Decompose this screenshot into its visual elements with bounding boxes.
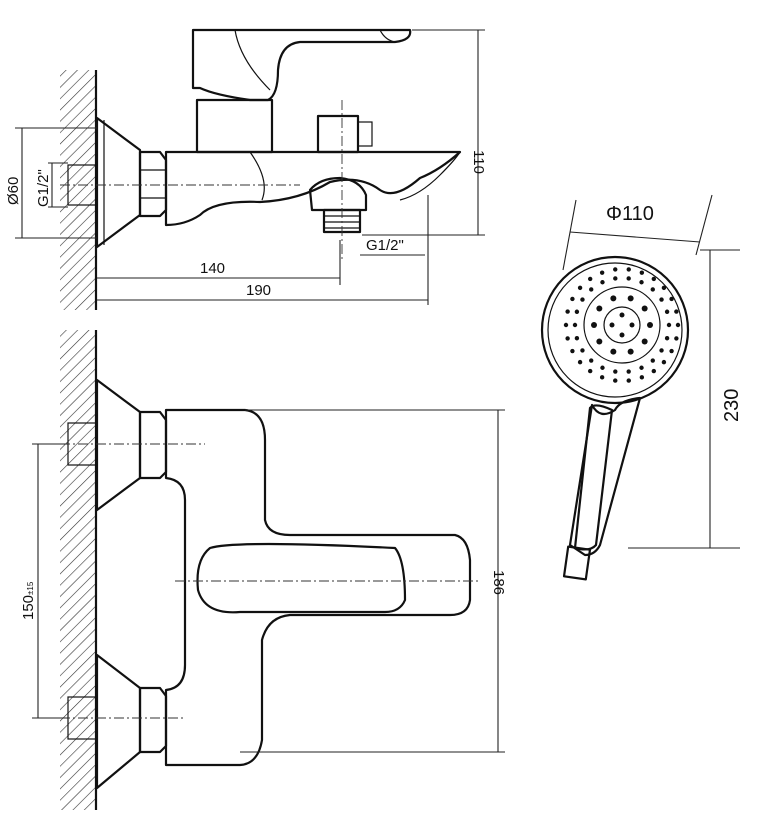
nozzle — [565, 309, 570, 314]
nozzle — [610, 348, 617, 355]
nozzle — [664, 336, 670, 341]
hand-shower: Φ110 230 — [540, 194, 743, 581]
nozzle — [574, 309, 580, 314]
hex-nut — [138, 150, 168, 218]
nozzle — [627, 348, 634, 355]
wall-hatch-front — [60, 330, 96, 810]
nozzle — [626, 267, 631, 272]
nozzle — [626, 378, 631, 383]
nozzle — [629, 322, 635, 328]
escutcheon-lower — [95, 653, 142, 790]
dim-140: 140 — [200, 260, 225, 277]
nozzle — [650, 287, 655, 292]
nozzle — [650, 358, 655, 363]
nozzle — [580, 348, 585, 353]
nozzle — [574, 336, 580, 341]
nozzle — [563, 322, 569, 328]
nozzle — [626, 369, 631, 374]
dim-110: 110 — [470, 150, 487, 174]
nozzle — [661, 285, 667, 291]
nozzle — [619, 312, 625, 318]
lever-handle — [191, 28, 412, 102]
nozzle — [613, 378, 618, 383]
nozzle — [659, 297, 664, 302]
dim-190: 190 — [246, 282, 271, 299]
cartridge-housing — [195, 98, 274, 154]
nozzle — [619, 332, 625, 338]
nozzle — [639, 270, 645, 275]
nozzle — [599, 375, 605, 380]
spray-nozzles — [563, 267, 681, 383]
nozzle — [589, 287, 594, 292]
nozzle — [647, 322, 653, 328]
wall-hatch-top — [60, 70, 96, 310]
nozzle — [596, 338, 603, 345]
nozzle — [639, 375, 645, 380]
nozzle — [639, 365, 644, 370]
diverter-knob — [316, 114, 360, 154]
nozzle — [641, 338, 648, 345]
nozzle — [600, 280, 605, 285]
nozzle — [659, 348, 664, 353]
nozzle — [596, 305, 603, 312]
nozzle — [664, 309, 670, 314]
dim-inlet-thread: G1/2" — [35, 169, 52, 207]
shower-handle — [568, 396, 642, 557]
mixer-body-front — [164, 408, 472, 767]
nozzle — [613, 276, 618, 281]
nozzle — [572, 322, 578, 328]
front-view: 150±15 186 — [20, 330, 507, 810]
dim-shower-diameter: Φ110 — [606, 203, 654, 225]
nozzle — [613, 369, 618, 374]
nozzle — [639, 280, 644, 285]
dim-shower-length: 230 — [721, 389, 743, 422]
dim-centers: 150±15 — [20, 581, 37, 620]
nozzle — [613, 267, 618, 272]
nozzle — [669, 348, 674, 354]
nozzle — [600, 365, 605, 370]
nozzle — [565, 336, 570, 341]
dim-diameter-60: Ø60 — [5, 177, 22, 205]
nozzle — [651, 368, 657, 374]
nozzle — [587, 368, 593, 374]
nozzle — [661, 359, 667, 365]
nozzle — [674, 336, 679, 341]
mixer-body — [164, 150, 462, 227]
nozzle — [589, 358, 594, 363]
nozzle — [626, 276, 631, 281]
escutcheon-upper — [95, 378, 142, 512]
nozzle — [570, 296, 575, 302]
nozzle — [609, 322, 615, 328]
nozzle — [674, 309, 679, 314]
lever-front — [196, 542, 407, 614]
nozzle — [577, 359, 583, 365]
dim-outlet-thread: G1/2" — [366, 237, 404, 254]
nozzle — [599, 270, 605, 275]
nozzle — [666, 322, 672, 328]
nozzle — [591, 322, 597, 328]
side-view: Ø60 G1/2" 140 190 G1/2" 110 — [5, 28, 487, 310]
nozzle — [610, 295, 617, 302]
nozzle — [570, 348, 575, 354]
dim-186: 186 — [490, 570, 507, 595]
nozzle — [669, 296, 674, 302]
nozzle — [651, 276, 657, 282]
nozzle — [627, 295, 634, 302]
nozzle — [577, 285, 583, 291]
nozzle — [675, 322, 681, 328]
nozzle — [580, 297, 585, 302]
nozzle — [641, 305, 648, 312]
nozzle — [587, 276, 593, 282]
